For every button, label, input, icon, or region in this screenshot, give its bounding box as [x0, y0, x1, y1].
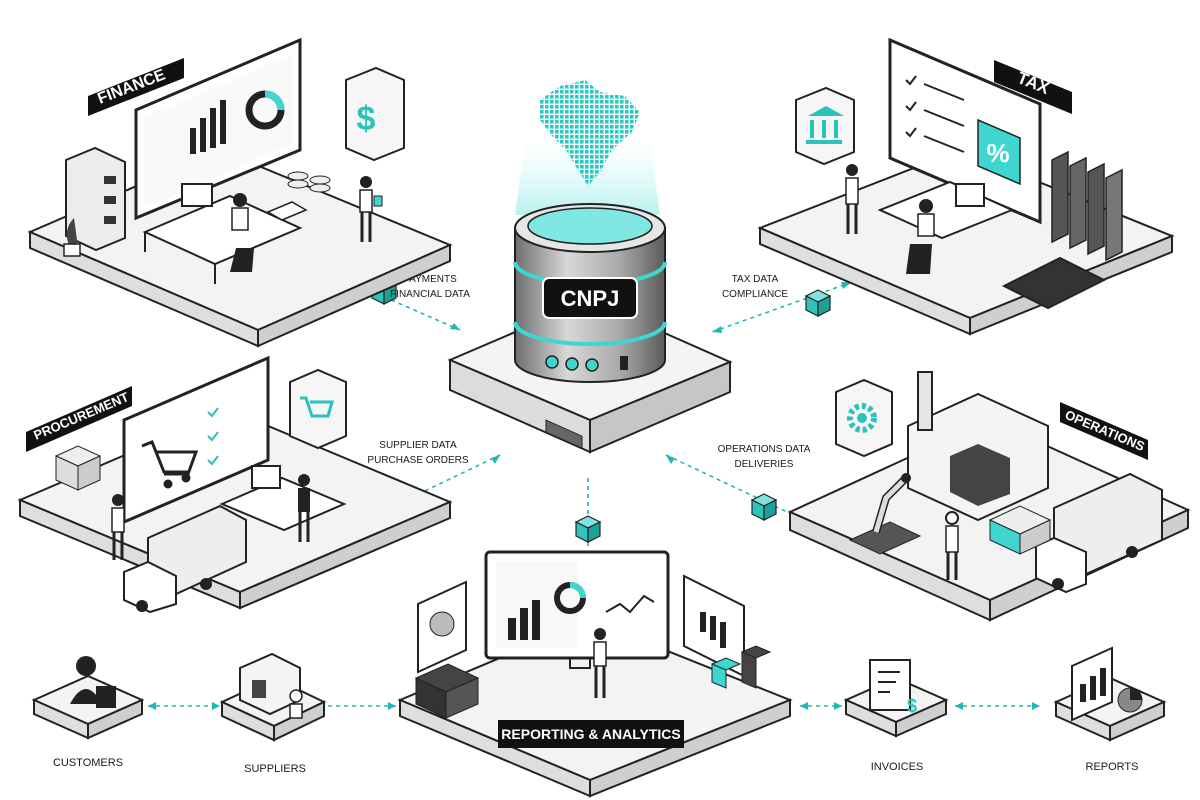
invoices-node: $ INVOICES	[843, 659, 949, 773]
operations-label: OPERATIONS	[1063, 407, 1147, 454]
brazil-map-icon	[540, 80, 640, 186]
gear-icon	[835, 378, 893, 458]
flow-tax-hub	[711, 281, 853, 333]
svg-text:$: $	[357, 100, 376, 138]
svg-text:%: %	[986, 138, 1009, 168]
tax-zone: % TAX	[757, 37, 1175, 336]
cnpj-hub: CNPJ	[447, 80, 733, 454]
reporting-label: REPORTING & ANALYTICS	[501, 726, 680, 742]
invoice-icon: $	[869, 659, 917, 716]
svg-text:FINANCIAL DATA: FINANCIAL DATA	[390, 289, 470, 300]
finance-zone: $ FINANCE	[27, 37, 453, 348]
operations-zone: OPERATIONS	[787, 371, 1191, 622]
bank-icon	[795, 86, 855, 166]
svg-text:TAX DATA: TAX DATA	[732, 274, 779, 285]
flow-label-operations: OPERATIONS DATA DELIVERIES	[718, 444, 811, 470]
svg-text:PURCHASE ORDERS: PURCHASE ORDERS	[367, 455, 468, 466]
reporting-zone: REPORTING & ANALYTICS	[397, 550, 793, 798]
cart-icon	[289, 368, 347, 450]
packet-cube-icon	[750, 493, 778, 521]
svg-text:COMPLIANCE: COMPLIANCE	[722, 289, 788, 300]
svg-text:SUPPLIER DATA: SUPPLIER DATA	[379, 440, 457, 451]
cart-icon	[141, 440, 199, 489]
customers-node: CUSTOMERS	[31, 656, 145, 769]
flow-label-procurement: SUPPLIER DATA PURCHASE ORDERS	[367, 440, 468, 466]
packet-cube-icon	[574, 515, 602, 543]
flow-label-finance: PAYMENTS FINANCIAL DATA	[390, 274, 470, 300]
suppliers-label: SUPPLIERS	[244, 763, 306, 775]
procurement-zone: PROCUREMENT	[17, 355, 453, 614]
checklist	[905, 75, 965, 153]
hub-label: CNPJ	[561, 286, 620, 311]
flow-operations-hub	[665, 454, 801, 519]
packet-cube-icon	[804, 289, 832, 317]
svg-text:$: $	[907, 696, 917, 716]
reports-label: REPORTS	[1086, 761, 1139, 773]
binders	[1051, 150, 1123, 262]
customers-label: CUSTOMERS	[53, 757, 123, 769]
svg-text:DELIVERIES: DELIVERIES	[735, 459, 794, 470]
flow-label-tax: TAX DATA COMPLIANCE	[722, 274, 788, 300]
procurement-label: PROCUREMENT	[31, 389, 131, 443]
svg-text:OPERATIONS DATA: OPERATIONS DATA	[718, 444, 811, 455]
reports-node: REPORTS	[1053, 646, 1167, 773]
percent-icon: %	[977, 118, 1021, 186]
suppliers-node: SUPPLIERS	[219, 652, 327, 775]
invoices-label: INVOICES	[871, 761, 924, 773]
dollar-icon: $	[345, 66, 405, 162]
svg-text:PAYMENTS: PAYMENTS	[403, 274, 457, 285]
